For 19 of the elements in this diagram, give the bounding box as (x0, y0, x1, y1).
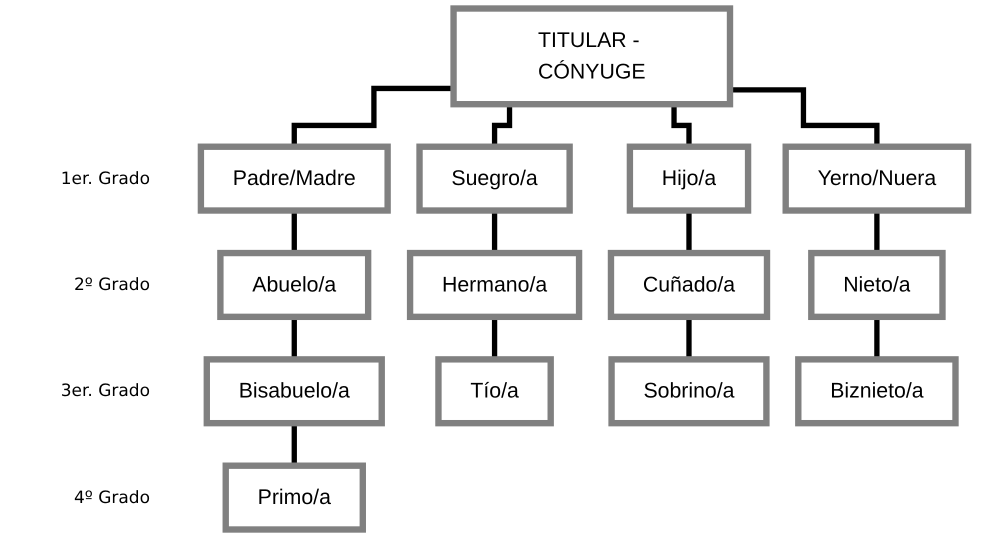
degree-label: 3er. Grado (60, 381, 150, 401)
family-tree-diagram: TITULAR - CÓNYUGE Padre/Madre Suegro/a Hijo/a Yerno/Nuera Abuelo/a Hermano/a Cuñado/a Nieto/a Bisabuelo/a Tío/a Sobrino/a Biznieto/a Primo/a (170, 0, 999, 538)
node-box (416, 144, 573, 214)
node-box (626, 144, 752, 214)
degree-label: 1er. Grado (60, 169, 150, 189)
node-box (808, 250, 946, 320)
node-box (450, 5, 734, 108)
node-box (204, 356, 385, 426)
node-box (608, 250, 770, 320)
node-box (435, 356, 554, 426)
degree-label: 4º Grado (74, 488, 150, 508)
node-box (198, 144, 391, 214)
node-box (608, 356, 770, 426)
node-box (406, 250, 582, 320)
node-box (782, 144, 972, 214)
node-box (217, 250, 372, 320)
degree-label: 2º Grado (74, 275, 150, 295)
node-box (222, 462, 366, 533)
node-box (795, 356, 959, 426)
